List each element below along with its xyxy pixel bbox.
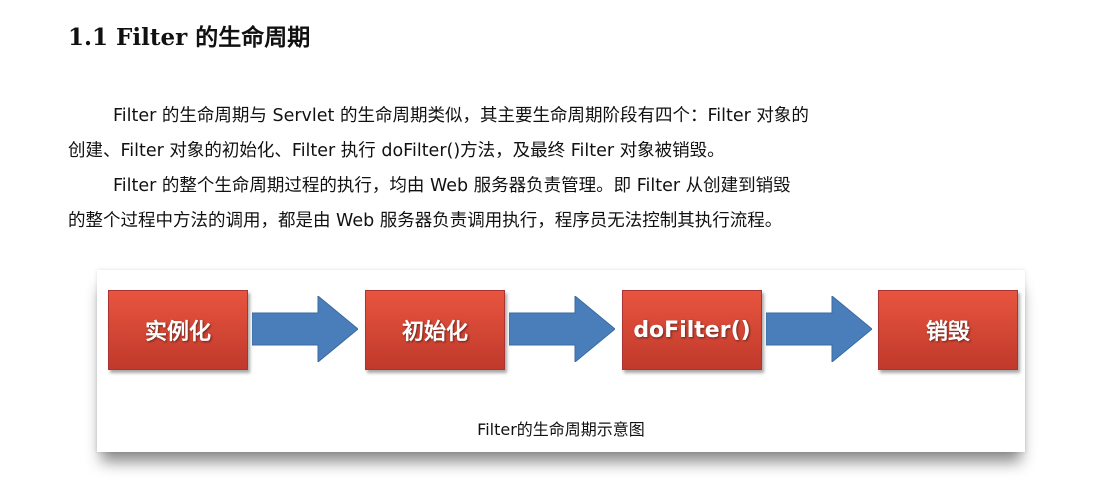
paragraph-line: Filter 的生命周期与 Servlet 的生命周期类似，其主要生命周期阶段有… — [113, 106, 809, 126]
step-destroy: 销毁 — [878, 290, 1018, 370]
arrow-right-icon — [509, 296, 615, 362]
figure-caption: Filter的生命周期示意图 — [477, 420, 645, 439]
paragraph-line: Filter 的整个生命周期过程的执行，均由 Web 服务器负责管理。即 Fil… — [113, 176, 791, 196]
step-instantiate: 实例化 — [108, 290, 248, 370]
step-init: 初始化 — [365, 290, 505, 370]
step-dofilter: doFilter() — [622, 290, 762, 370]
arrow-right-icon — [766, 296, 872, 362]
paragraph-line: 创建、Filter 对象的初始化、Filter 执行 doFilter()方法，… — [68, 141, 725, 161]
arrow-right-icon — [252, 296, 358, 362]
paragraph-line: 的整个过程中方法的调用，都是由 Web 服务器负责调用执行，程序员无法控制其执行… — [68, 211, 783, 231]
body-text: Filter 的生命周期与 Servlet 的生命周期类似，其主要生命周期阶段有… — [68, 99, 1028, 239]
section-heading: 1.1 Filter 的生命周期 — [68, 24, 311, 51]
lifecycle-figure: 实例化 初始化 doFilter() 销毁 Filter的生命周期示意图 — [97, 270, 1025, 452]
